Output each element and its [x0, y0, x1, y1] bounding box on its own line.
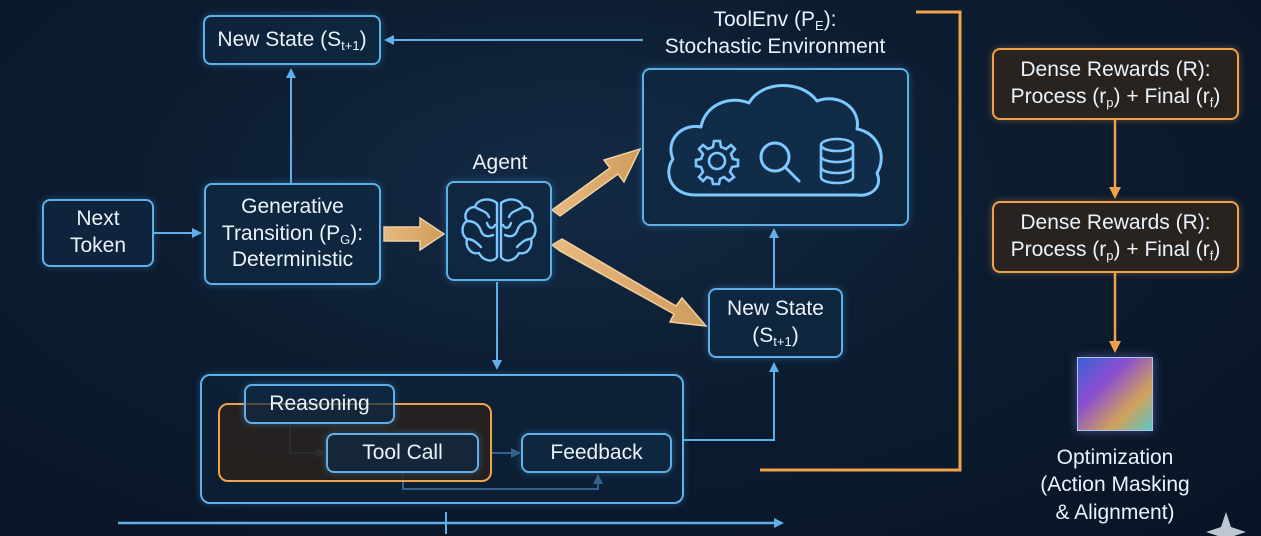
reasoning-node: Reasoning — [244, 384, 395, 424]
thick-arrow-agent-to-new-state — [550, 238, 708, 327]
brain-icon — [461, 198, 537, 262]
toolenv-label: ToolEnv (PE): Stochastic Environment — [644, 7, 906, 61]
dense-rewards-2-b-sub: f — [1209, 248, 1214, 263]
gear-icon — [694, 139, 739, 186]
dense-rewards-2-a-sub: p — [1106, 248, 1114, 263]
generative-line2: Transition (P — [221, 221, 341, 245]
generative-transition-node: Generative Transition (PG): Deterministi… — [204, 183, 381, 285]
new-state-top-close: ) — [359, 27, 367, 51]
agent-label: Agent — [472, 151, 528, 174]
dense-rewards-1-line1: Dense Rewards (R): — [1020, 58, 1211, 82]
generative-line2-sub: G — [340, 231, 351, 247]
dense-rewards-2-line1: Dense Rewards (R): — [1020, 211, 1211, 235]
sparkle-icon — [1206, 512, 1246, 536]
thick-arrow-agent-to-toolenv — [550, 147, 642, 217]
generative-line2-post: ): — [350, 221, 364, 245]
dense-rewards-1-a: Process (r — [1010, 85, 1107, 108]
feedback-label: Feedback — [550, 440, 643, 464]
new-state-top-sub: t+1 — [341, 37, 360, 53]
dense-rewards-node-2: Dense Rewards (R): Process (rp) + Final … — [992, 201, 1239, 273]
new-state-mid-line1: New State — [727, 297, 824, 321]
tool-call-label: Tool Call — [362, 440, 443, 464]
database-icon — [819, 137, 854, 185]
new-state-mid-close: ) — [791, 324, 799, 347]
optimization-line1: Optimization — [1056, 446, 1174, 469]
magnifier-icon — [759, 141, 800, 183]
toolenv-line2: Stochastic Environment — [664, 34, 886, 58]
toolenv-line1-post: ): — [823, 8, 837, 31]
new-state-mid-line2: (S — [752, 324, 774, 347]
new-state-top-node: New State (St+1) — [203, 15, 381, 65]
optimization-label: Optimization (Action Masking & Alignment… — [1010, 444, 1220, 526]
toolenv-node — [642, 68, 909, 226]
dense-rewards-1-c: ) — [1213, 85, 1221, 108]
dense-rewards-2-c: ) — [1213, 238, 1221, 261]
toolenv-line1: ToolEnv (P — [713, 8, 816, 31]
dense-rewards-1-b-sub: f — [1209, 95, 1214, 110]
dense-rewards-2-a: Process (r — [1010, 238, 1107, 261]
agent-node — [446, 181, 552, 281]
optimization-swatch — [1077, 357, 1153, 431]
toolenv-line1-sub: E — [815, 18, 824, 33]
new-state-mid-node: New State (St+1) — [708, 288, 843, 358]
thick-arrow-generative-to-agent — [383, 216, 446, 252]
feedback-node: Feedback — [521, 433, 672, 473]
dense-rewards-2-b: ) + Final (r — [1113, 238, 1210, 261]
next-token-line1: Next — [76, 207, 120, 231]
orange-bracket — [760, 10, 962, 472]
cloud-icon — [666, 84, 883, 197]
dense-rewards-node-1: Dense Rewards (R): Process (rp) + Final … — [992, 48, 1239, 120]
tool-call-node: Tool Call — [326, 433, 479, 473]
dense-rewards-1-a-sub: p — [1106, 95, 1114, 110]
arrow-work-to-new-state — [684, 362, 779, 441]
new-state-mid-sub: t+1 — [773, 334, 792, 349]
generative-line1: Generative — [241, 194, 344, 218]
optimization-line3: & Alignment) — [1055, 500, 1175, 524]
generative-line3: Deterministic — [231, 248, 354, 272]
optimization-line2: (Action Masking — [1040, 473, 1190, 497]
dense-rewards-1-b: ) + Final (r — [1113, 85, 1210, 108]
next-token-node: Next Token — [42, 199, 154, 267]
reasoning-label: Reasoning — [269, 391, 370, 415]
next-token-line2: Token — [69, 234, 127, 257]
new-state-top-text: New State (S — [217, 27, 342, 51]
